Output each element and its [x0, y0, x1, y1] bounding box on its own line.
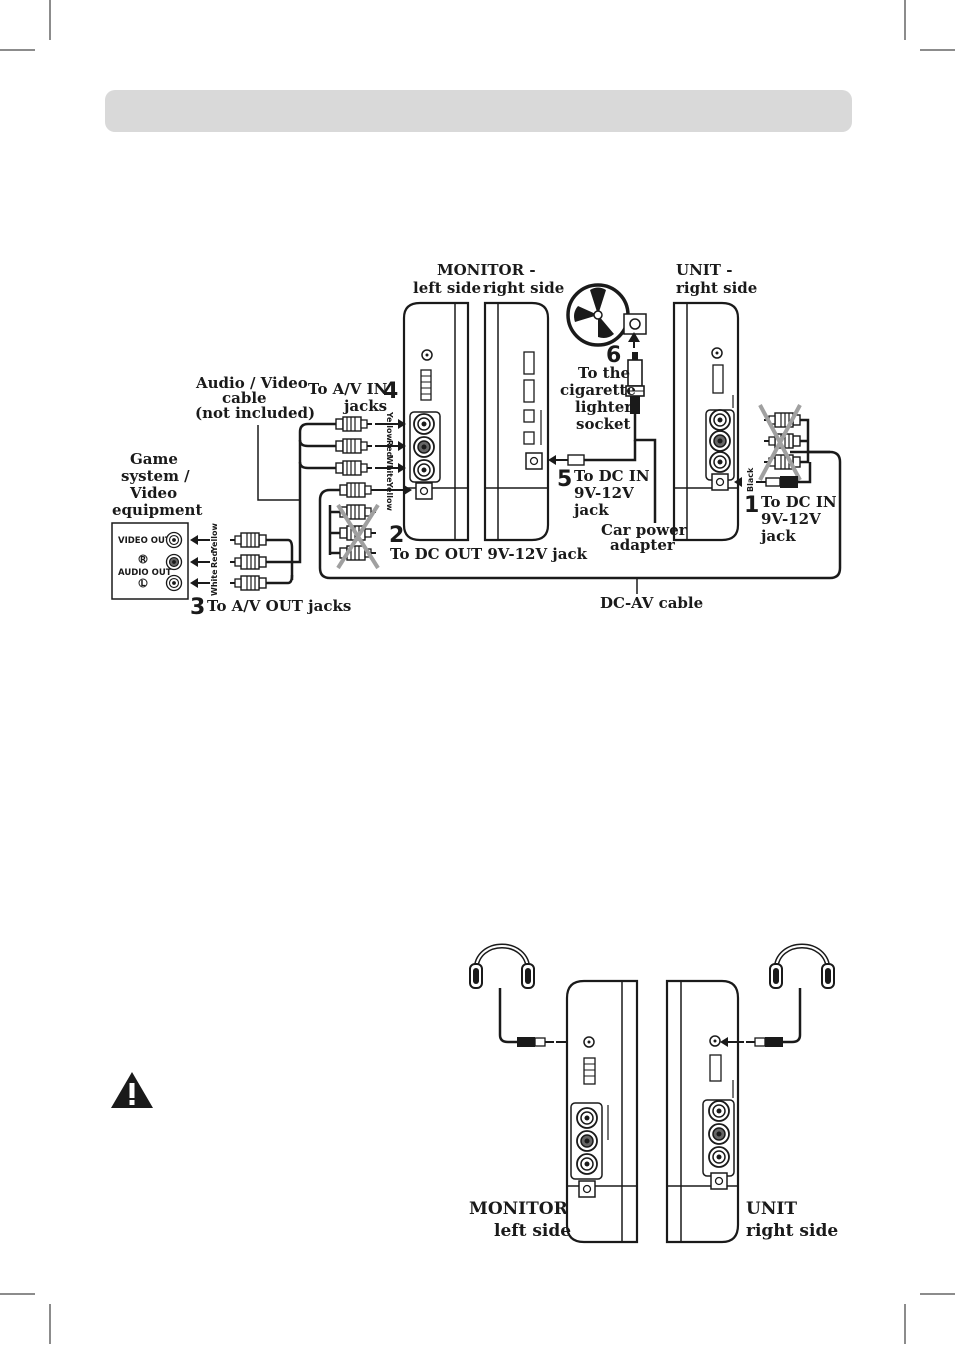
unit-right-side-device-bottom — [665, 979, 740, 1244]
game-label-1: Game — [130, 450, 178, 468]
plug-white-word: White — [210, 569, 219, 596]
cig-label-4: socket — [576, 415, 631, 433]
to-av-out-label: To A/V OUT jacks — [207, 597, 351, 615]
cig-label-1: To the — [578, 364, 630, 382]
jack-red-word: Red — [385, 440, 394, 458]
dcav-cable-label: DC-AV cable — [600, 594, 703, 612]
black-word: Black — [746, 467, 755, 492]
headphones-icon — [770, 946, 834, 988]
game-label-4: equipment — [112, 501, 202, 519]
section-header-bar — [105, 90, 852, 132]
monitor-bottom-label-2: left side — [494, 1221, 571, 1241]
dcin5-label-2: 9V-12V — [574, 484, 634, 502]
monitor-title: MONITOR - — [437, 261, 536, 279]
av-cable-label-1: Audio / Video — [195, 374, 308, 392]
fan-icon — [566, 283, 630, 347]
jack-yellow-word: Yellow — [385, 411, 394, 441]
step-1: 1 — [744, 493, 759, 518]
monitor-left-label: left side — [413, 279, 481, 297]
dcin5-label-1: To DC IN — [574, 467, 650, 485]
dcin1-label-3: jack — [759, 527, 796, 545]
jack-yellow2-word: Yellow — [385, 481, 394, 511]
warning-triangle-icon — [111, 1072, 153, 1108]
jack-white-word: White — [385, 456, 394, 483]
to-dc-out-label: To DC OUT 9V-12V jack — [390, 545, 588, 563]
headphones-icon — [470, 946, 534, 988]
adapter-label-1: Car power — [601, 521, 688, 539]
game-label-2: system / — [121, 467, 190, 485]
monitor-left-side-device-bottom — [565, 979, 639, 1244]
step-3: 3 — [190, 595, 205, 620]
monitor-right-side-device — [483, 301, 550, 542]
dcin1-label-2: 9V-12V — [761, 510, 821, 528]
game-system-panel: VIDEO OUT AUDIO OUT R L — [111, 522, 189, 600]
lighter-socket — [623, 313, 647, 335]
cross-out-mark — [336, 503, 380, 570]
monitor-bottom-label-1: MONITOR — [469, 1199, 569, 1219]
unit-right-side-device — [672, 301, 740, 542]
adapter-label-2: adapter — [610, 536, 676, 554]
step-5: 5 — [557, 467, 572, 492]
dcin5-label-3: jack — [572, 501, 609, 519]
monitor-right-label: right side — [483, 279, 564, 297]
to-av-in-label-2: jacks — [342, 397, 387, 415]
unit-title: UNIT - — [676, 261, 732, 279]
jack-l-label: L — [141, 579, 146, 588]
unit-bottom-label-2: right side — [746, 1221, 838, 1241]
step-2: 2 — [389, 523, 404, 548]
monitor-left-side-device — [402, 301, 470, 542]
step-4: 4 — [383, 379, 398, 404]
to-av-in-label-1: To A/V IN — [308, 380, 388, 398]
cig-label-2: cigarette — [560, 381, 636, 399]
step-6: 6 — [606, 343, 621, 368]
plug-red-word: Red — [210, 550, 219, 568]
dcin1-label-1: To DC IN — [761, 493, 837, 511]
video-out-label: VIDEO OUT — [118, 536, 171, 546]
plug-yellow-word: Yellow — [210, 523, 219, 553]
cross-out-mark — [758, 404, 802, 481]
cig-label-3: lighter — [575, 398, 633, 416]
audio-out-label: AUDIO OUT — [118, 568, 172, 578]
av-cable-label-3: (not included) — [195, 404, 315, 422]
jack-r-label: R — [140, 555, 146, 564]
unit-bottom-label-1: UNIT — [746, 1199, 797, 1219]
av-cable-label-2: cable — [222, 389, 267, 407]
game-label-3: Video — [129, 484, 177, 502]
unit-right-label: right side — [676, 279, 757, 297]
car-power-adapter-plug — [625, 352, 645, 414]
